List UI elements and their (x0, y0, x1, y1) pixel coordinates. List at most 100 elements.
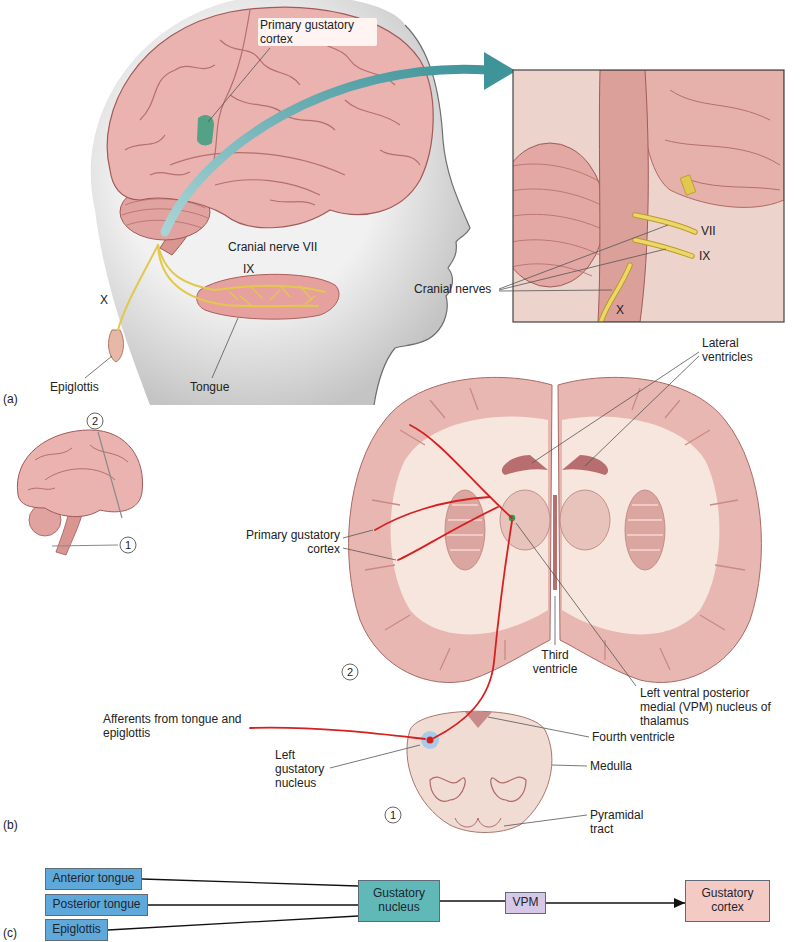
head-silhouette (91, 0, 470, 405)
brainstem-inset (513, 143, 605, 287)
zoom-arrow (165, 52, 516, 232)
part-label: Pyramidal tract (590, 808, 650, 836)
callout-circle (342, 664, 358, 680)
leader-line (555, 596, 556, 645)
section-line (52, 432, 122, 546)
brainstem-inset (600, 215, 695, 322)
leader-line (330, 352, 699, 826)
leader-line (343, 530, 373, 538)
relay-box: Gustatory nucleus (358, 880, 440, 922)
leader-line (499, 290, 612, 291)
source-box: Epiglottis (45, 919, 108, 941)
part-label: Tongue (190, 380, 229, 394)
box-text: VPM (512, 896, 538, 910)
relay-box: VPM (505, 892, 546, 914)
medulla-section (385, 711, 552, 832)
leader-line (499, 225, 668, 289)
leader-line (212, 318, 238, 378)
medulla-section (421, 731, 439, 749)
box-text: Gustatory nucleus (365, 887, 433, 915)
coronal-section (558, 377, 761, 682)
leader-line (499, 249, 666, 290)
coronal-section (560, 490, 610, 550)
taste-pathway (398, 507, 498, 560)
callout-number: 1 (120, 537, 136, 553)
brain-lateral (107, 7, 433, 255)
coronal-section (502, 455, 548, 475)
brainstem-inset (495, 70, 784, 325)
leader-line (552, 765, 587, 766)
leader-line (504, 815, 587, 826)
medulla-section (407, 711, 552, 832)
brainstem-inset (680, 175, 696, 195)
brainstem-inset (513, 70, 784, 322)
callout-circle (385, 807, 401, 823)
callout-number: 2 (87, 413, 103, 429)
cranial-nerve (158, 245, 318, 306)
nerve-label: IX (243, 262, 254, 276)
leader-line (488, 717, 589, 737)
panel-letter: (b) (3, 818, 18, 832)
part-label: Third ventricle (527, 648, 583, 676)
box-text: Anterior tongue (52, 872, 134, 886)
leader-line (208, 48, 270, 122)
box-text: Gustatory cortex (692, 887, 763, 915)
panel-letter: (c) (3, 926, 17, 940)
tongue (197, 274, 339, 319)
panel-letter: (a) (3, 392, 18, 406)
medulla-section (455, 818, 501, 827)
part-label: Primary gustatory cortex (240, 528, 340, 556)
leader-line (330, 745, 420, 768)
taste-pathway (250, 425, 512, 739)
nerve-label: X (100, 293, 108, 307)
taste-pathway (434, 521, 512, 738)
leader-line (516, 523, 636, 686)
gustatory-cortex-area (197, 115, 214, 145)
brain-sagittal (28, 445, 128, 490)
zoom-arrow (165, 69, 488, 232)
callout-number: 1 (385, 807, 401, 823)
target-box: Gustatory cortex (685, 880, 770, 922)
gustatory-nucleus (427, 737, 434, 744)
part-label: Fourth ventricle (592, 730, 675, 744)
taste-pathway (250, 728, 425, 739)
source-box: Posterior tongue (45, 894, 148, 916)
part-label: Medulla (590, 759, 632, 773)
part-label: Afferents from tongue and epiglottis (103, 712, 243, 740)
coronal-section (625, 490, 665, 570)
callout-circle (120, 537, 136, 553)
taste-pathway (375, 497, 490, 530)
brain-sagittal (17, 430, 142, 517)
part-label: Lateral ventricles (702, 336, 772, 364)
coronal-section (562, 455, 608, 475)
part-label: Epiglottis (50, 380, 99, 394)
brainstem-inset (600, 215, 695, 322)
brainstem-inset (600, 215, 695, 322)
callout-circle (87, 413, 103, 429)
brain-lateral (125, 10, 420, 205)
leader-line (208, 48, 270, 122)
pathway-connector (148, 904, 358, 905)
callout-number: 2 (342, 664, 358, 680)
head-silhouette (91, 0, 470, 405)
cranial-nerve (230, 285, 315, 306)
brain-sagittal (17, 413, 142, 555)
leader-line (499, 225, 668, 291)
part-label: Primary gustatory cortex (258, 18, 377, 46)
nerve-label: Cranial nerve VII (228, 240, 317, 254)
brainstem-inset (665, 90, 780, 190)
leader-line (343, 548, 396, 560)
nerve-label: IX (699, 249, 710, 263)
nerve-label: X (616, 303, 624, 317)
pathway-connector (142, 879, 358, 886)
leader-line (85, 356, 112, 378)
leader-line (85, 318, 238, 378)
pathway-connector (440, 900, 505, 901)
part-label: Left ventral posterior medial (VPM) nucl… (640, 686, 780, 728)
brainstem-inset (640, 70, 784, 207)
coronal-section (342, 377, 761, 682)
taste-pathway (410, 425, 512, 518)
part-label: Cranial nerves (414, 282, 491, 296)
